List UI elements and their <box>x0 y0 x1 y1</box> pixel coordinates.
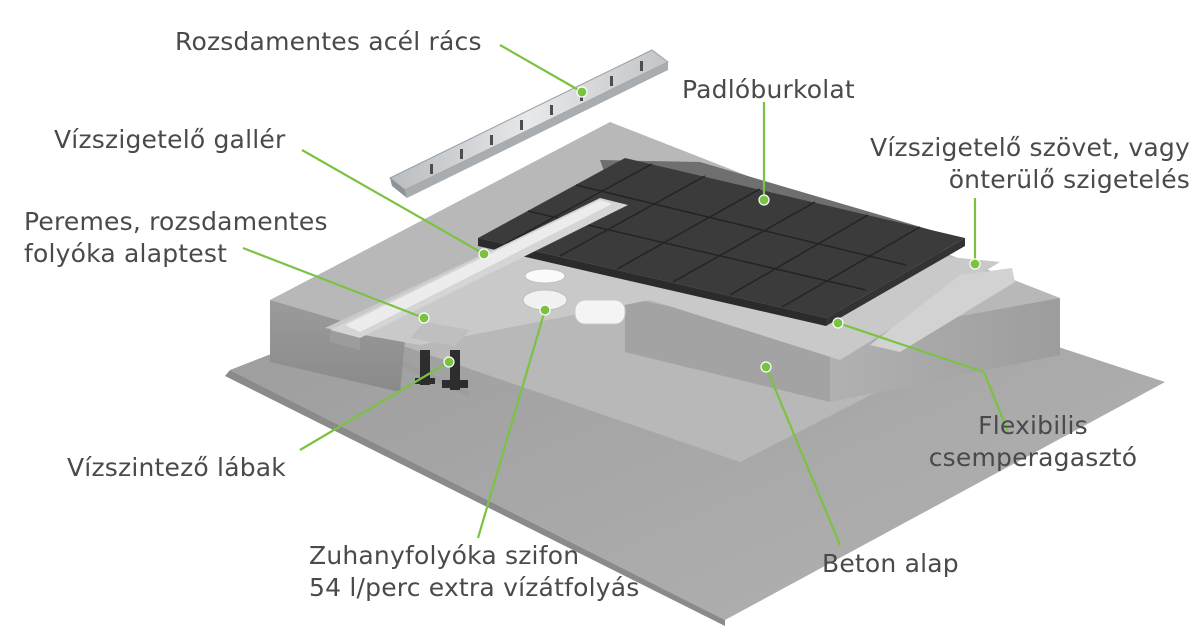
label-grate: Rozsdamentes acél rács <box>175 27 482 56</box>
leader-collar <box>301 149 485 255</box>
siphon <box>522 268 626 325</box>
leader-body <box>242 246 425 320</box>
label-tiles: Padlóburkolat <box>682 75 855 104</box>
leader-concrete <box>764 366 842 546</box>
leader-lines <box>242 44 1010 546</box>
leader-grate <box>499 44 583 93</box>
label-siphon-line1: Zuhanyfolyóka szifon <box>309 541 580 570</box>
label-tile-adhesive: Flexibilis csemperagasztó <box>918 410 1148 474</box>
label-membrane: Vízszigetelő szövet, vagy önterülő szige… <box>870 132 1190 196</box>
leader-adhesive-b <box>837 321 985 374</box>
label-channel-body: Peremes, rozsdamentes folyóka alaptest <box>24 206 328 270</box>
leader-dots <box>418 86 981 373</box>
leader-adhesive <box>982 371 1010 433</box>
label-siphon: Zuhanyfolyóka szifon 54 l/perc extra víz… <box>309 540 639 604</box>
floor-tiles <box>478 158 965 326</box>
label-tile-adhesive-line2: csemperagasztó <box>928 443 1138 472</box>
label-levelling-feet: Vízszintező lábak <box>67 453 286 482</box>
label-siphon-line2: 54 l/perc extra vízátfolyás <box>309 573 640 602</box>
leader-feet <box>299 361 450 451</box>
label-concrete-base: Beton alap <box>822 549 959 578</box>
stainless-grate <box>389 49 669 198</box>
label-channel-body-line2: folyóka alaptest <box>24 239 228 268</box>
levelling-feet <box>415 350 468 390</box>
drain-channel <box>330 198 628 350</box>
label-collar: Vízszigetelő gallér <box>54 125 286 154</box>
label-tile-adhesive-line1: Flexibilis <box>978 411 1088 440</box>
label-channel-body-line1: Peremes, rozsdamentes <box>24 207 328 236</box>
label-membrane-line1: Vízszigetelő szövet, vagy <box>870 133 1190 162</box>
label-membrane-line2: önterülő szigetelés <box>948 165 1190 194</box>
leader-siphon <box>476 309 547 539</box>
